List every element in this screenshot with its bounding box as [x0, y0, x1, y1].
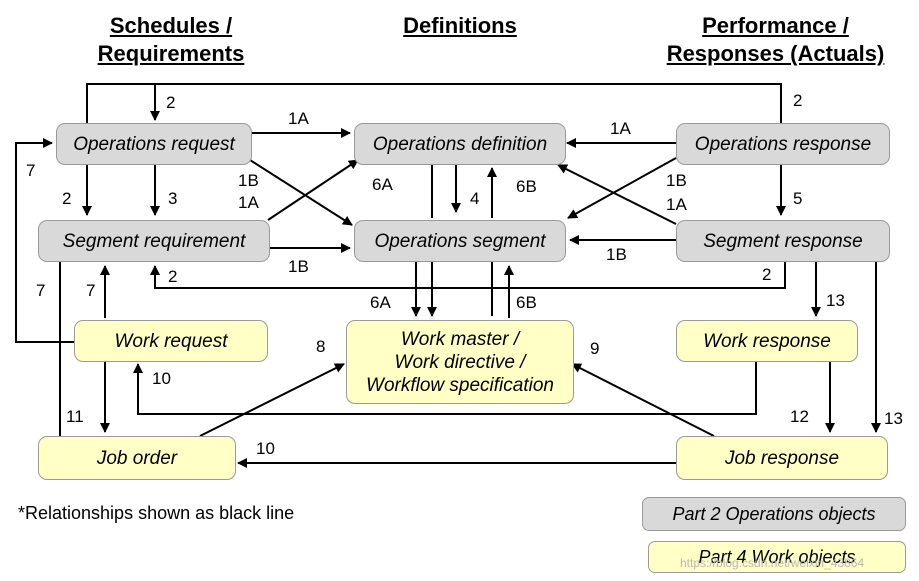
- label-12: 12: [790, 407, 809, 426]
- label-7-b: 7: [36, 281, 46, 300]
- label-7-a: 7: [26, 161, 36, 180]
- header-schedules-line1: Schedules /: [109, 13, 233, 38]
- label-1b-resp: 1B: [666, 171, 687, 190]
- header-schedules: Schedules / Requirements: [82, 12, 260, 68]
- label-13-a: 13: [826, 291, 845, 310]
- label-10-a: 10: [152, 369, 171, 388]
- header-performance-line2: Responses (Actuals): [666, 41, 885, 66]
- operations-response-box: Operations response: [676, 123, 890, 165]
- label-10-b: 10: [256, 439, 275, 458]
- label-1b-req: 1B: [238, 171, 259, 190]
- label-6b-upper: 6B: [516, 177, 537, 196]
- label-4: 4: [470, 189, 480, 208]
- label-6a-upper: 6A: [372, 175, 393, 194]
- label-11: 11: [66, 407, 84, 426]
- label-1a-resp-seg: 1A: [666, 195, 687, 214]
- work-request-box: Work request: [74, 320, 268, 362]
- header-performance-line1: Performance /: [702, 13, 849, 38]
- label-13-b: 13: [884, 409, 903, 428]
- label-8: 8: [316, 337, 326, 356]
- label-9: 9: [590, 339, 600, 358]
- line-10-a: [133, 362, 757, 415]
- legend-part2: Part 2 Operations objects: [642, 497, 906, 531]
- work-master-box: Work master / Work directive / Workflow …: [346, 320, 574, 404]
- legend-part4: Part 4 Work objects: [648, 541, 906, 573]
- label-2-bottom-left: 2: [168, 267, 178, 286]
- label-1a-req-seg: 1A: [238, 193, 259, 212]
- header-performance: Performance / Responses (Actuals): [648, 12, 903, 68]
- label-2-top-left: 2: [166, 93, 176, 112]
- line-2-bottom: [150, 262, 786, 289]
- header-definitions: Definitions: [390, 12, 530, 40]
- work-response-box: Work response: [676, 320, 858, 362]
- label-6a-lower: 6A: [370, 293, 391, 312]
- line-1a-segresp-def: [557, 164, 677, 225]
- line-1a-segreq-def: [267, 159, 359, 221]
- line-9: [571, 363, 715, 437]
- line-1b-req-seg: [249, 159, 353, 226]
- label-1a-resp-def: 1A: [610, 119, 631, 138]
- label-1a-req-def: 1A: [288, 109, 309, 128]
- operations-definition-box: Operations definition: [354, 123, 566, 165]
- label-5: 5: [793, 189, 803, 208]
- watermark: https://blog.csdn.net/weixin_43864: [680, 556, 865, 570]
- work-master-line2: Work directive /: [394, 351, 526, 373]
- header-schedules-line2: Requirements: [97, 41, 245, 66]
- label-2-left: 2: [62, 189, 72, 208]
- label-2-top-right: 2: [793, 91, 803, 110]
- line-1b-resp-seg: [567, 157, 677, 219]
- operations-segment-box: Operations segment: [354, 220, 566, 262]
- footnote: *Relationships shown as black line: [18, 503, 295, 523]
- label-1b-seg-left: 1B: [288, 257, 309, 276]
- segment-requirement-box: Segment requirement: [38, 220, 270, 262]
- segment-response-box: Segment response: [676, 220, 890, 262]
- line-8: [199, 363, 345, 437]
- work-master-line3: Workflow specification: [366, 374, 554, 396]
- work-master-line1: Work master /: [400, 328, 520, 350]
- job-order-box: Job order: [38, 436, 236, 480]
- label-6b-lower: 6B: [516, 293, 537, 312]
- label-2-bottom-right: 2: [762, 265, 772, 284]
- label-1b-seg-right: 1B: [606, 245, 627, 264]
- label-3: 3: [168, 189, 178, 208]
- line-7-work-request: [15, 138, 74, 343]
- header-definitions-text: Definitions: [403, 13, 517, 38]
- label-7-c: 7: [86, 281, 96, 300]
- operations-request-box: Operations request: [56, 123, 252, 165]
- job-response-box: Job response: [676, 436, 888, 480]
